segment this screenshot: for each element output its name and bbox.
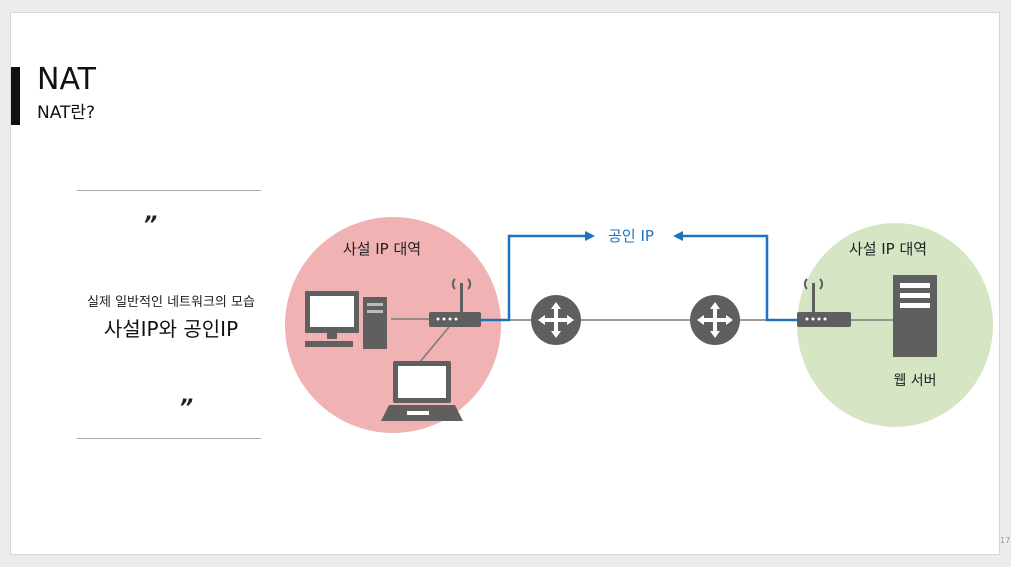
quote-line-1: 실제 일반적인 네트워크의 모습 xyxy=(87,295,255,310)
server-tower-icon xyxy=(893,275,937,357)
slide-title: NAT xyxy=(37,62,96,97)
quote-bottom-rule xyxy=(77,438,261,439)
arrowhead-left xyxy=(673,231,683,241)
network-diagram: 사설 IP 대역 사설 IP 대역 공인 IP xyxy=(285,217,993,433)
arrowhead-right xyxy=(585,231,595,241)
wireless-router-icon xyxy=(429,278,481,327)
laptop-link xyxy=(418,326,450,364)
network-router-icon xyxy=(531,295,581,345)
quote-open-mark: ” xyxy=(143,213,158,238)
quote-top-rule xyxy=(77,190,261,191)
quote-close-mark: ” xyxy=(179,396,194,421)
public-ip-path-right xyxy=(679,234,797,322)
network-router-icon xyxy=(690,295,740,345)
public-ip-path-left xyxy=(481,234,589,322)
page-number: 17 xyxy=(1000,536,1011,545)
wireless-router-icon xyxy=(797,278,851,327)
laptop-icon xyxy=(381,361,463,421)
quote-line-2: 사설IP와 공인IP xyxy=(103,317,239,341)
left-zone-label: 사설 IP 대역 xyxy=(343,240,421,258)
right-zone-label: 사설 IP 대역 xyxy=(849,240,927,258)
title-accent-bar xyxy=(11,67,20,125)
public-ip-label: 공인 IP xyxy=(608,227,654,245)
slide-subtitle: NAT란? xyxy=(37,103,96,123)
desktop-computer-icon xyxy=(305,291,387,349)
web-server-label: 웹 서버 xyxy=(893,373,936,389)
slide: NAT NAT란? ” 실제 일반적인 네트워크의 모습 사설IP와 공인IP … xyxy=(10,12,1000,555)
